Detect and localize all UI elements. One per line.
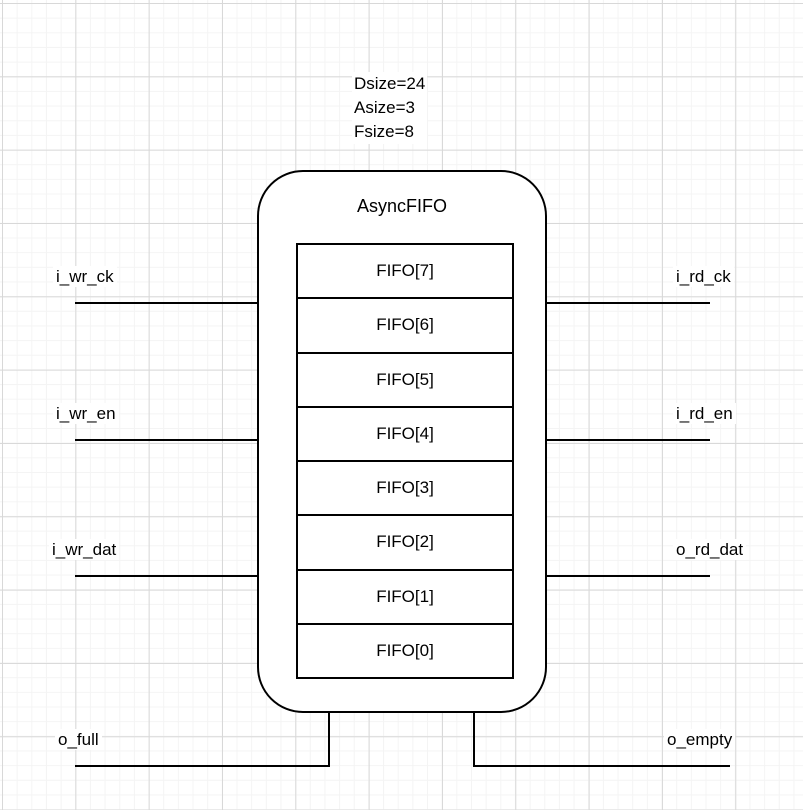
- fifo-cell-6[interactable]: FIFO[6]: [298, 297, 512, 351]
- wire-i_wr_ck[interactable]: [75, 302, 257, 304]
- wire-o_full-horizontal[interactable]: [75, 765, 330, 767]
- fifo-cell-1[interactable]: FIFO[1]: [298, 568, 512, 623]
- port-label-i_rd_en[interactable]: i_rd_en: [673, 403, 736, 424]
- asyncfifo-block-title: AsyncFIFO: [356, 196, 447, 216]
- param-asize: Asize=3: [354, 98, 415, 117]
- port-label-i_wr_en[interactable]: i_wr_en: [53, 403, 119, 424]
- wire-i_rd_en[interactable]: [547, 439, 710, 441]
- fifo-cell-4[interactable]: FIFO[4]: [298, 405, 512, 460]
- fifo-cell-2[interactable]: FIFO[2]: [298, 514, 512, 568]
- port-label-i_rd_ck[interactable]: i_rd_ck: [673, 266, 734, 287]
- fifo-cell-5[interactable]: FIFO[5]: [298, 351, 512, 406]
- port-label-o_rd_dat[interactable]: o_rd_dat: [673, 539, 747, 560]
- port-label-o_empty[interactable]: o_empty: [664, 729, 736, 750]
- port-label-i_wr_dat[interactable]: i_wr_dat: [49, 539, 120, 560]
- wire-o_empty-vertical[interactable]: [473, 711, 475, 767]
- port-label-o_full[interactable]: o_full: [55, 729, 102, 750]
- wire-o_full-vertical[interactable]: [328, 711, 330, 767]
- wire-i_wr_en[interactable]: [75, 439, 257, 441]
- fifo-cell-0[interactable]: FIFO[0]: [298, 622, 512, 677]
- wire-i_rd_ck[interactable]: [547, 302, 710, 304]
- param-fsize: Fsize=8: [354, 122, 414, 141]
- parameters-annotation[interactable]: Dsize=24 Asize=3 Fsize=8: [352, 72, 428, 144]
- port-label-i_wr_ck[interactable]: i_wr_ck: [53, 266, 117, 287]
- wire-i_wr_dat[interactable]: [75, 575, 257, 577]
- fifo-cell-7[interactable]: FIFO[7]: [376, 261, 434, 281]
- wire-o_rd_dat[interactable]: [547, 575, 710, 577]
- wire-o_empty-horizontal[interactable]: [473, 765, 730, 767]
- fifo-cell-3[interactable]: FIFO[3]: [298, 460, 512, 514]
- fifo-stack[interactable]: FIFO[7] FIFO[6] FIFO[5] FIFO[4] FIFO[3] …: [296, 243, 514, 679]
- param-dsize: Dsize=24: [354, 74, 426, 93]
